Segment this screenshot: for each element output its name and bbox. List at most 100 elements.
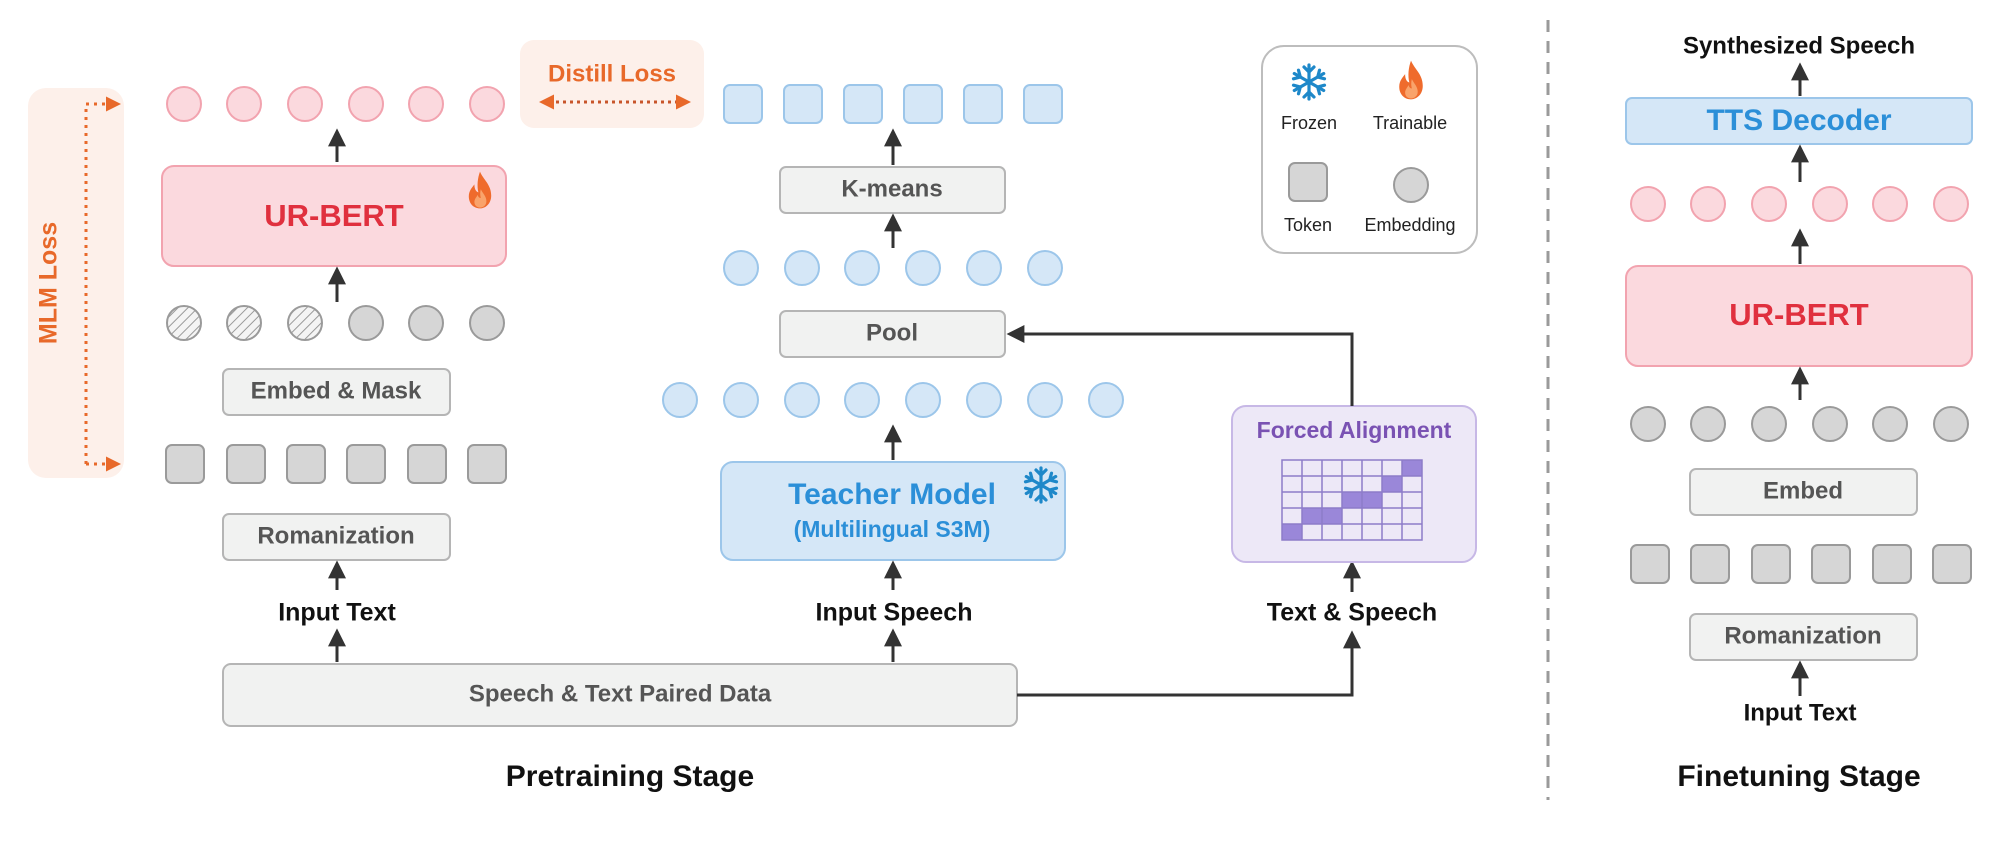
teacher-model-title: Teacher Model — [788, 478, 996, 511]
legend-token-swatch — [1288, 162, 1328, 202]
token-square — [165, 444, 205, 484]
embedding-circle — [348, 305, 384, 341]
embedding-circle — [1027, 250, 1063, 286]
embedding-circle — [905, 382, 941, 418]
embedding-circle — [1751, 406, 1787, 442]
text-speech-label: Text & Speech — [1267, 599, 1437, 627]
masked-embeddings — [166, 305, 505, 341]
finetune-embed-label: Embed — [1763, 477, 1843, 504]
legend-trainable: Trainable — [1373, 113, 1447, 133]
masked-embedding — [226, 305, 262, 341]
embedding-circle — [1630, 406, 1666, 442]
mlm-loss-label: MLM Loss — [35, 222, 63, 344]
embedding-circle — [226, 86, 262, 122]
embedding-circle — [905, 250, 941, 286]
embedding-circle — [784, 382, 820, 418]
paired-data-box: Speech & Text Paired Data — [222, 663, 1018, 727]
embedding-circle — [469, 305, 505, 341]
finetune-tokens — [1630, 544, 1972, 584]
embedding-circle — [1872, 406, 1908, 442]
embedding-circle — [348, 86, 384, 122]
finetune-urbert-box: UR-BERT — [1625, 265, 1973, 367]
synthesized-speech-label: Synthesized Speech — [1683, 32, 1915, 59]
legend-embedding: Embedding — [1364, 215, 1455, 235]
input-tokens — [165, 444, 507, 484]
token-square — [1751, 544, 1791, 584]
embedding-circle — [1088, 382, 1124, 418]
token-square — [843, 84, 883, 124]
urbert-box: UR-BERT — [161, 165, 507, 267]
paired-data-label: Speech & Text Paired Data — [469, 680, 772, 707]
embedding-circle — [1630, 186, 1666, 222]
finetune-embeddings — [1630, 406, 1969, 442]
token-square — [1932, 544, 1972, 584]
input-speech-label: Input Speech — [816, 599, 973, 627]
embedding-circle — [1933, 406, 1969, 442]
token-square — [783, 84, 823, 124]
token-square — [1872, 544, 1912, 584]
finetune-romanization-label: Romanization — [1724, 622, 1881, 649]
forced-alignment-label: Forced Alignment — [1257, 417, 1452, 443]
embedding-circle — [784, 250, 820, 286]
tts-decoder-label: TTS Decoder — [1706, 104, 1891, 137]
embedding-circle — [1933, 186, 1969, 222]
embedding-circle — [166, 86, 202, 122]
embedding-circle — [408, 305, 444, 341]
embedding-circle — [408, 86, 444, 122]
pooled-embeddings — [723, 250, 1063, 286]
kmeans-box: K-means — [779, 166, 1006, 214]
tts-decoder-box: TTS Decoder — [1625, 97, 1973, 145]
embedding-circle — [966, 382, 1002, 418]
finetune-output-embeddings — [1630, 186, 1969, 222]
urbert-output-embeddings — [166, 86, 505, 122]
embed-mask-label: Embed & Mask — [251, 377, 422, 404]
embedding-circle — [723, 382, 759, 418]
finetune-urbert-label: UR-BERT — [1729, 297, 1869, 332]
mlm-loss-arrow — [84, 96, 121, 464]
legend-token: Token — [1284, 215, 1332, 235]
embedding-circle — [1751, 186, 1787, 222]
kmeans-token-outputs — [723, 84, 1063, 124]
pool-box: Pool — [779, 310, 1006, 358]
alignment-to-pool-arrow — [1006, 325, 1354, 406]
token-square — [346, 444, 386, 484]
embedding-circle — [287, 86, 323, 122]
embedding-circle — [844, 250, 880, 286]
distill-loss-panel: Distill Loss — [520, 40, 704, 128]
teacher-model-box: Teacher Model (Multilingual S3M) — [720, 461, 1066, 561]
embedding-circle — [966, 250, 1002, 286]
finetune-romanization-box: Romanization — [1689, 613, 1918, 661]
embedding-circle — [844, 382, 880, 418]
embedding-circle — [662, 382, 698, 418]
embedding-circle — [1812, 186, 1848, 222]
alignment-grid — [1281, 459, 1423, 541]
urbert-label: UR-BERT — [264, 198, 404, 233]
token-square — [286, 444, 326, 484]
masked-embedding — [166, 305, 202, 341]
finetuning-stage-title: Finetuning Stage — [1677, 760, 1920, 793]
masked-embedding — [287, 305, 323, 341]
input-text-label: Input Text — [278, 599, 396, 627]
legend-embedding-swatch — [1393, 167, 1429, 203]
legend-box: Frozen Trainable Token Embedding — [1261, 45, 1478, 254]
token-square — [1023, 84, 1063, 124]
romanization-label: Romanization — [257, 522, 414, 549]
embedding-circle — [1812, 406, 1848, 442]
embedding-circle — [1027, 382, 1063, 418]
token-square — [1630, 544, 1670, 584]
forced-alignment-box: Forced Alignment — [1231, 405, 1477, 563]
pretraining-stage-title: Pretraining Stage — [506, 760, 754, 793]
mlm-loss-panel: MLM Loss — [28, 88, 124, 478]
token-square — [407, 444, 447, 484]
embedding-circle — [1690, 406, 1726, 442]
romanization-box: Romanization — [222, 513, 451, 561]
token-square — [1690, 544, 1730, 584]
token-square — [723, 84, 763, 124]
token-square — [467, 444, 507, 484]
embedding-circle — [1872, 186, 1908, 222]
embed-mask-box: Embed & Mask — [222, 368, 451, 416]
legend-frozen: Frozen — [1281, 113, 1337, 133]
token-square — [963, 84, 1003, 124]
embedding-circle — [723, 250, 759, 286]
